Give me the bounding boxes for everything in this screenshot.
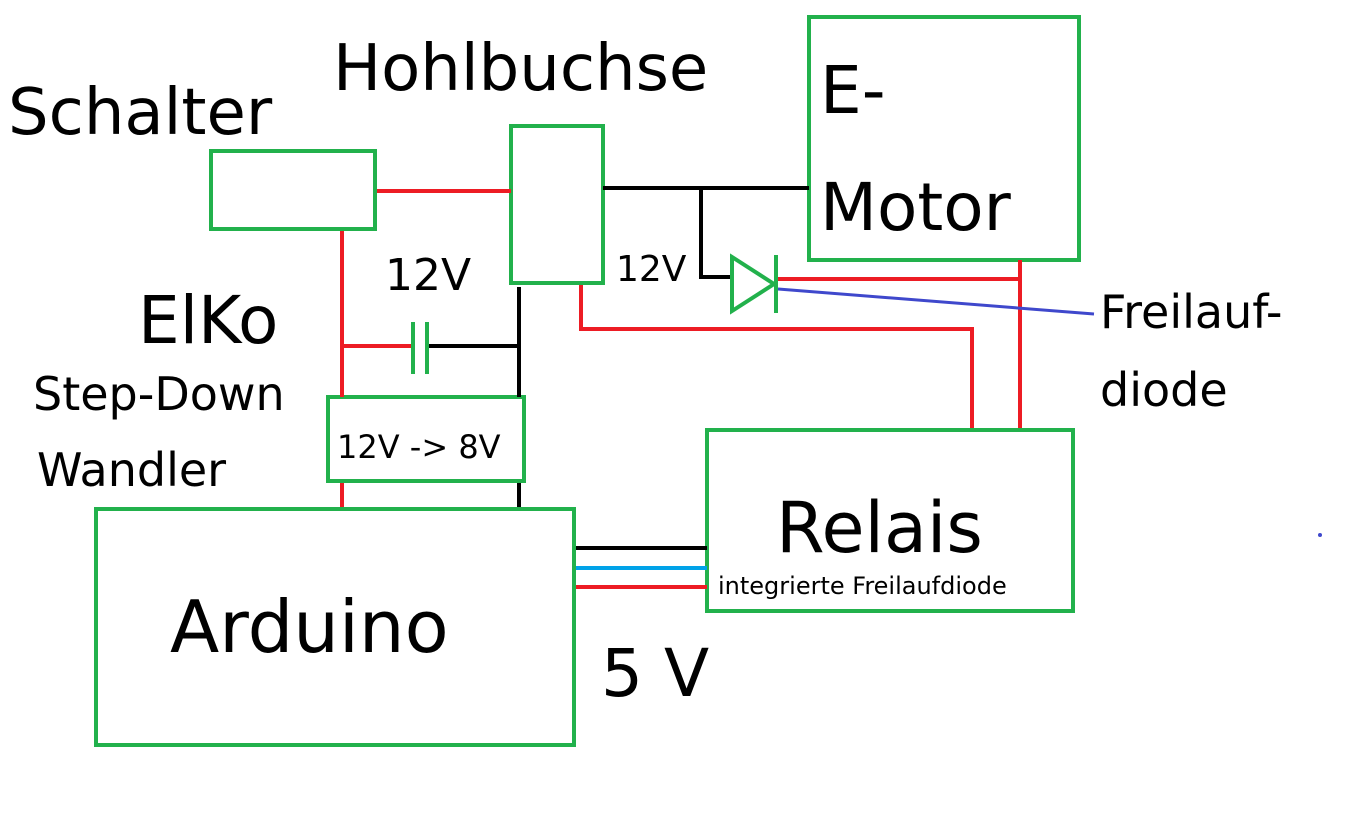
label-relais: Relais — [776, 487, 983, 569]
wire-hohlbuchse-relais — [579, 285, 974, 428]
label-5v: 5 V — [601, 635, 709, 712]
label-elko: ElKo — [138, 282, 278, 359]
stepdown-box — [326, 395, 526, 483]
label-stepdown-box: 12V -> 8V — [337, 428, 501, 466]
freilauf-pointer — [777, 287, 1095, 316]
relais-box — [705, 428, 1075, 613]
label-emotor-line1: E- — [820, 52, 886, 129]
plus-wires — [340, 189, 1022, 589]
label-schalter: Schalter — [8, 76, 273, 150]
label-12v-left: 12V — [385, 250, 471, 301]
diode-triangle — [730, 253, 778, 315]
label-freilauf-line1: Freilauf- — [1100, 285, 1283, 339]
ground-wires — [428, 186, 809, 550]
label-12v-right: 12V — [616, 249, 687, 290]
emotor-box — [807, 15, 1081, 262]
label-freilauf-line2: diode — [1100, 363, 1228, 417]
label-stepdown-line2: Wandler — [37, 443, 226, 497]
label-arduino: Arduino — [170, 585, 449, 669]
wire-diode-relais — [776, 277, 1022, 428]
schalter-box — [209, 149, 377, 231]
diode-symbol — [730, 253, 778, 315]
label-hohlbuchse: Hohlbuchse — [333, 32, 708, 106]
label-stepdown-line1: Step-Down — [33, 367, 285, 421]
hohlbuchse-box — [509, 124, 605, 285]
wire-motor-diode — [699, 188, 732, 279]
arduino-box — [94, 507, 576, 747]
stray-dot — [1318, 533, 1322, 537]
label-emotor-line2: Motor — [820, 169, 1012, 246]
capacitor-symbol — [411, 322, 429, 374]
label-relais-sub: integrierte Freilaufdiode — [718, 572, 1007, 600]
